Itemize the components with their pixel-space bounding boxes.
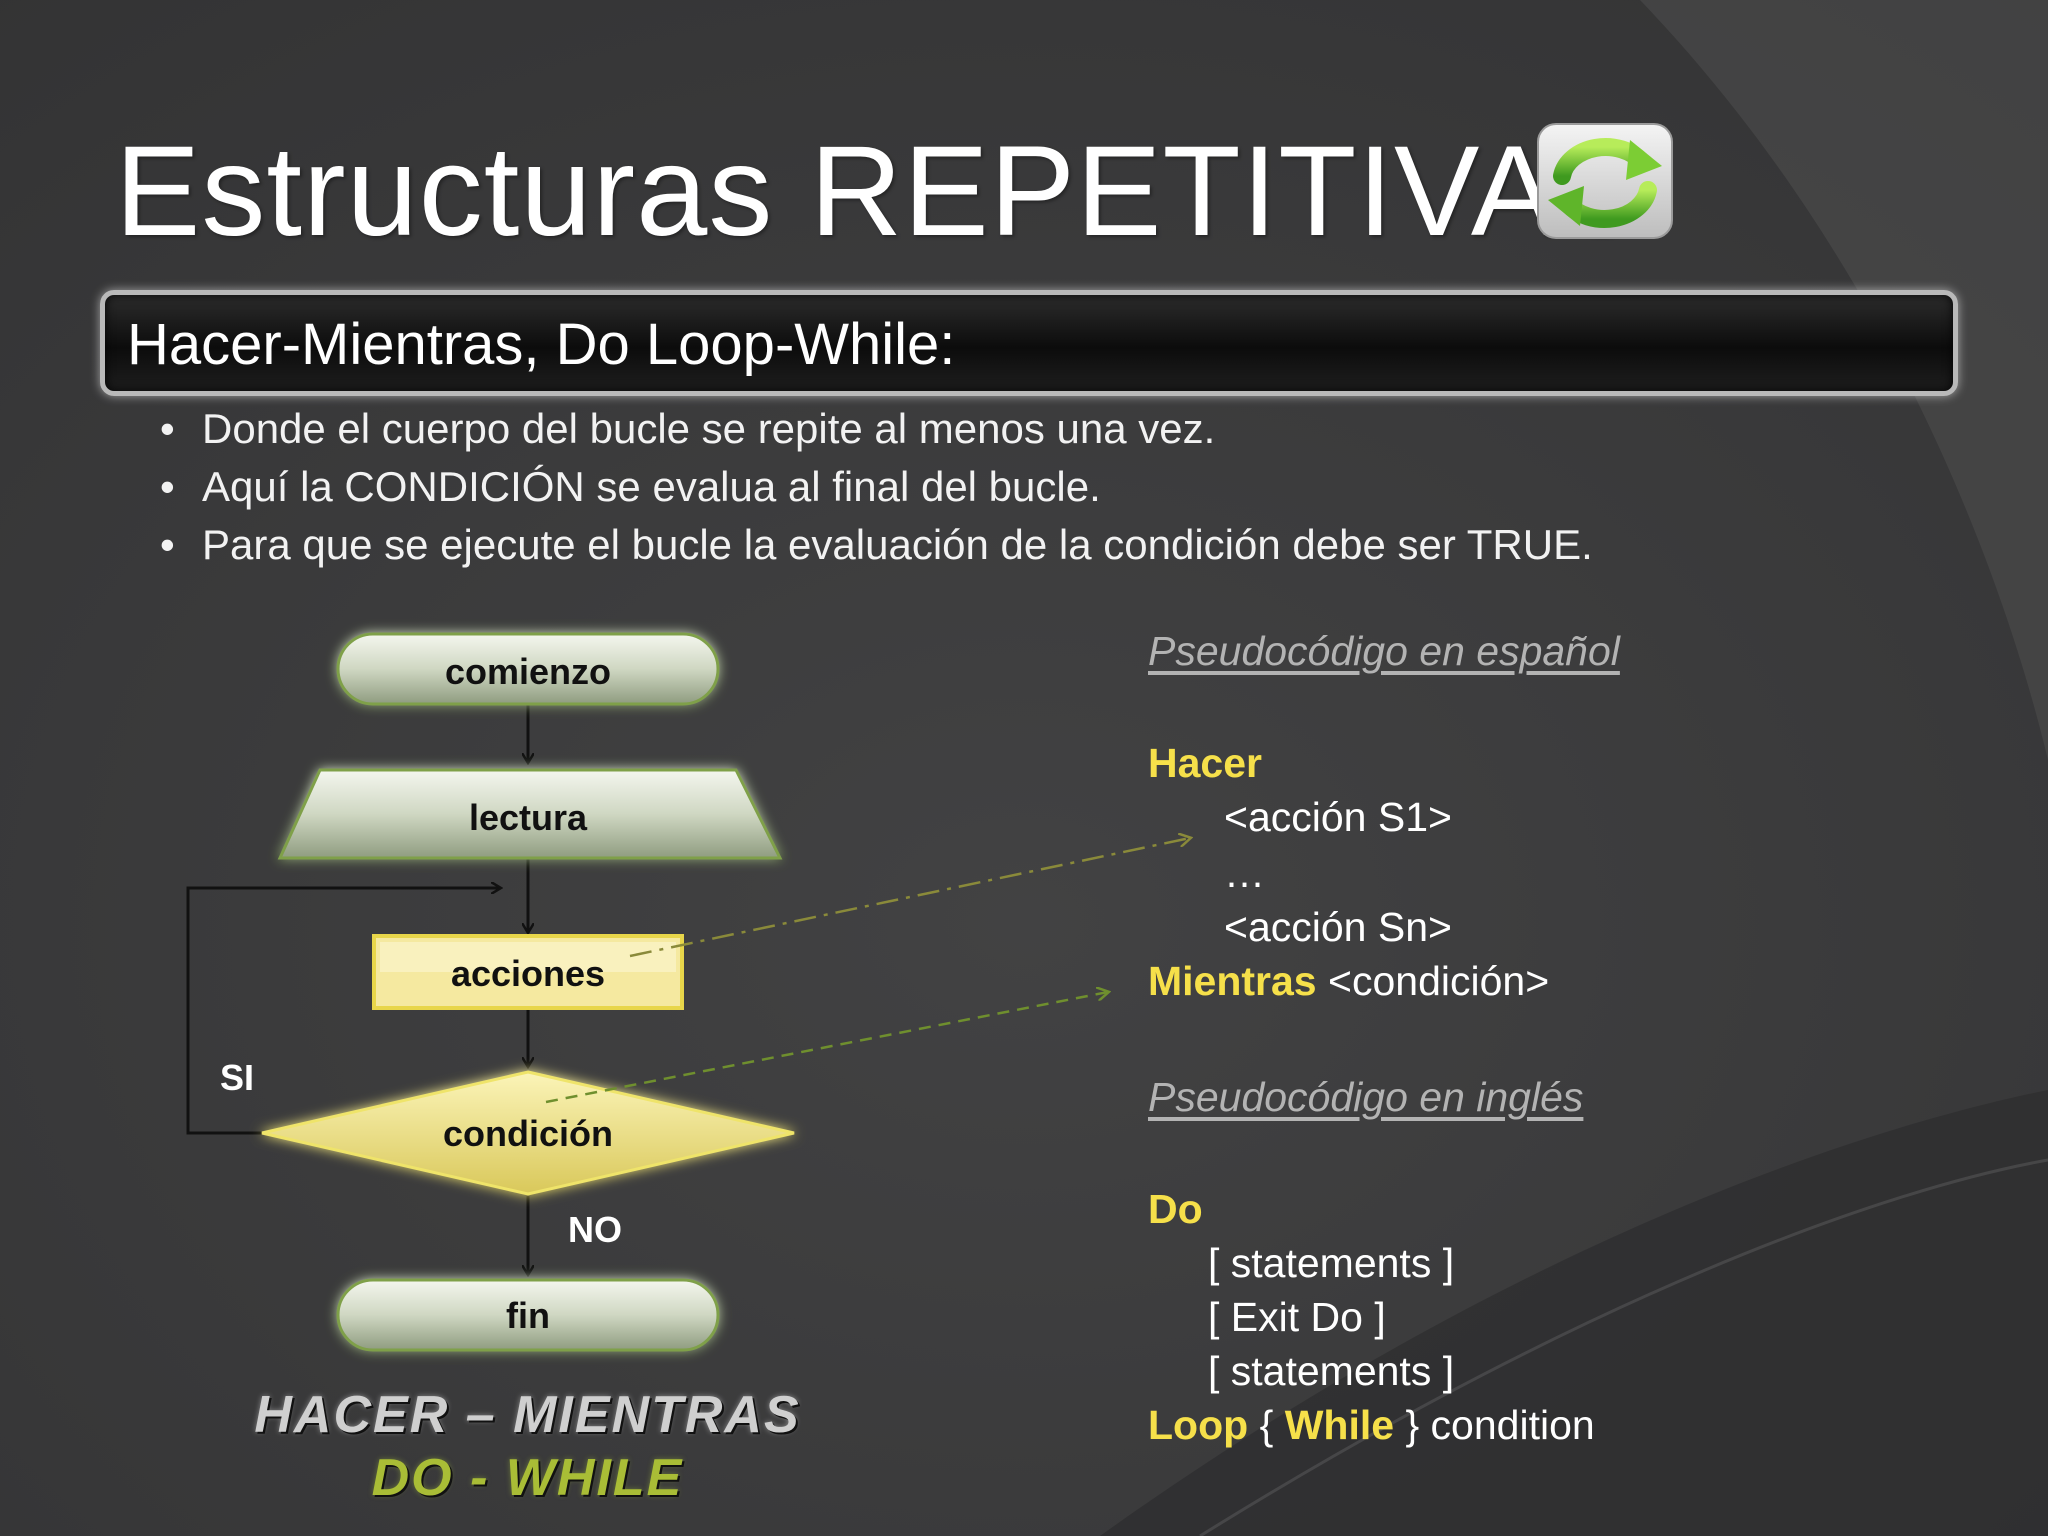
bullet-item: Donde el cuerpo del bucle se repite al m… [160, 400, 1593, 458]
pseudocode-es-do-keyword: Hacer [1148, 740, 1262, 786]
pointer-actions-to-pseudocode [629, 838, 1190, 958]
condition-label: condición [443, 1113, 613, 1154]
pseudocode-en-condition: condition [1430, 1402, 1595, 1448]
flow-connectors [186, 702, 528, 1274]
actions-label: acciones [451, 953, 605, 994]
pseudocode-en-brace-close: } [1405, 1402, 1420, 1448]
pseudocode-es-condition: <condición> [1328, 958, 1550, 1004]
bullet-item: Para que se ejecute el bucle la evaluaci… [160, 516, 1593, 574]
pseudocode-es-heading: Pseudocódigo en español [1148, 628, 1620, 674]
pseudocode-en-while-keyword: While [1284, 1402, 1395, 1448]
subtitle: Hacer-Mientras, Do Loop-While: [127, 312, 956, 377]
no-label: NO [568, 1209, 622, 1250]
start-terminator [336, 632, 720, 706]
pseudocode-es-action-first: <acción S1> [1224, 794, 1452, 840]
input-label: lectura [469, 797, 588, 838]
pseudocode-es-action-last: <acción Sn> [1224, 904, 1452, 950]
pseudocode-en-do-keyword: Do [1148, 1186, 1203, 1232]
pseudocode-es-ellipsis: … [1224, 850, 1265, 896]
pseudocode-en-heading: Pseudocódigo en inglés [1148, 1074, 1584, 1120]
pseudocode-en-brace-open: { [1259, 1402, 1274, 1448]
bullet-list: Donde el cuerpo del bucle se repite al m… [160, 400, 1593, 574]
bullet-item: Aquí la CONDICIÓN se evalua al final del… [160, 458, 1593, 516]
actions-process-box [372, 934, 684, 1010]
pseudocode-en-statements-2: [ statements ] [1208, 1348, 1455, 1394]
pseudocode-es-while-line: Mientras <condición> [1148, 958, 1549, 1005]
green-refresh-cycle-icon [1537, 123, 1673, 239]
flowchart-caption-es: HACER – MIENTRAS [254, 1386, 801, 1444]
flowchart-caption-en: DO - WHILE [371, 1449, 684, 1507]
subtitle-bar: Hacer-Mientras, Do Loop-While: [100, 290, 1958, 396]
input-parallelogram [277, 768, 783, 860]
end-label: fin [506, 1295, 550, 1336]
pointer-condition-to-pseudocode [545, 992, 1108, 1104]
yes-label: SI [220, 1057, 254, 1098]
pseudocode-es-while-keyword: Mientras [1148, 958, 1317, 1004]
pseudocode-en-exit-do: [ Exit Do ] [1208, 1294, 1386, 1340]
pseudocode-en-statements-1: [ statements ] [1208, 1240, 1455, 1286]
condition-decision-diamond [261, 1070, 795, 1196]
start-label: comienzo [445, 651, 611, 692]
slide-title: Estructuras REPETITIVAS [115, 120, 1644, 263]
pseudocode-en-loop-line: Loop { While } condition [1148, 1402, 1595, 1449]
end-terminator [336, 1278, 720, 1352]
pseudocode-en-loop-keyword: Loop [1148, 1402, 1249, 1448]
